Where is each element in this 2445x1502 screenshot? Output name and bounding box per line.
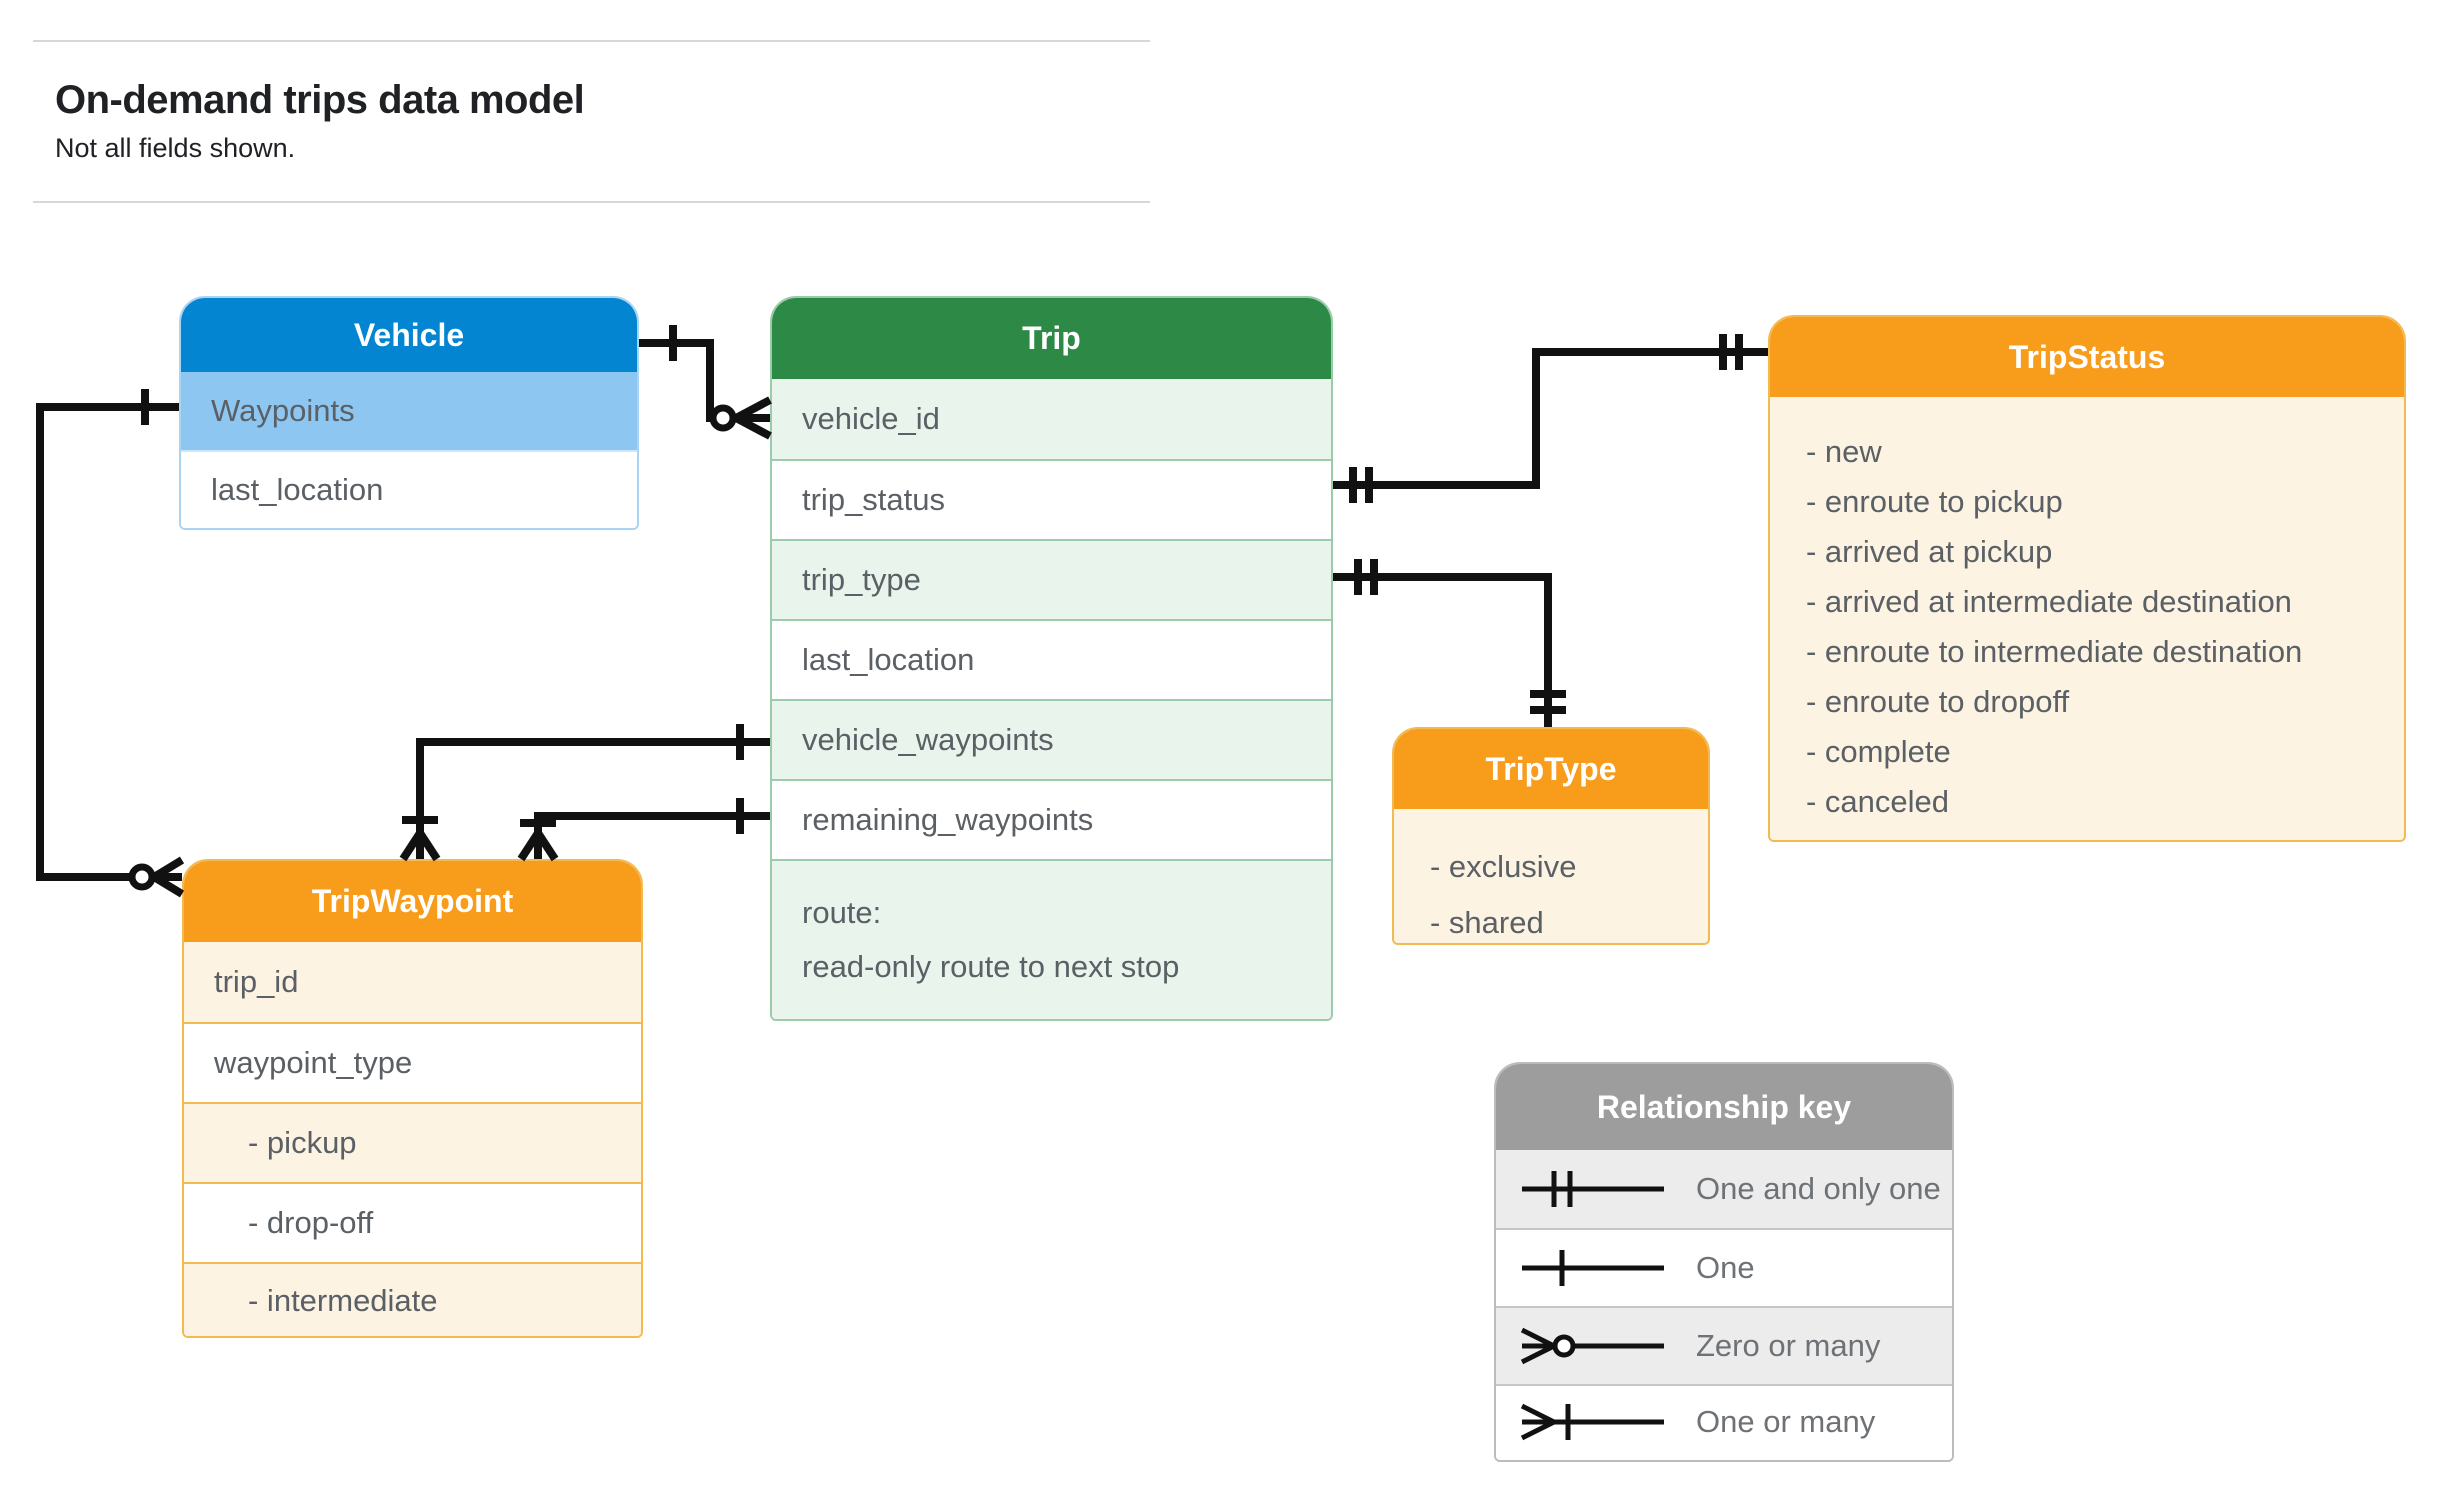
entity-trip-waypoint: TripWaypoint trip_id waypoint_type - pic… (182, 859, 643, 1338)
trip-status-value: - arrived at pickup (1806, 534, 2053, 569)
trip-field-vehicle-id: vehicle_id (772, 379, 1331, 459)
trip-status-value: - canceled (1806, 784, 1950, 819)
trip-waypoint-value-pickup: - pickup (184, 1102, 641, 1182)
entity-vehicle-title: Vehicle (181, 298, 637, 372)
entity-trip-type: TripType - exclusive - shared (1392, 727, 1710, 945)
trip-waypoint-field-waypoint-type: waypoint_type (184, 1022, 641, 1102)
legend-label: Zero or many (1696, 1328, 1881, 1363)
trip-field-route: route: read-only route to next stop (772, 859, 1331, 1019)
vehicle-field-waypoints: Waypoints (181, 372, 637, 450)
trip-field-last-location: last_location (772, 619, 1331, 699)
legend-row-one-and-only-one: One and only one (1496, 1150, 1952, 1228)
trip-type-value: - shared (1430, 905, 1544, 940)
one-icon (1522, 1250, 1664, 1286)
trip-status-value: - complete (1806, 734, 1951, 769)
connector-trip-tripstatus (1333, 348, 1768, 489)
trip-status-value: - enroute to pickup (1806, 484, 2063, 519)
trip-waypoint-value-intermediate: - intermediate (184, 1262, 641, 1336)
bottom-divider (33, 201, 1150, 203)
legend-label: One or many (1696, 1404, 1876, 1439)
connector-trip-triptype (1333, 573, 1552, 727)
connector-trip-tripwaypoint-vehicle-waypoints (416, 738, 770, 859)
legend-label: One (1696, 1250, 1755, 1285)
vehicle-field-last-location: last_location (181, 450, 637, 528)
trip-status-value: - enroute to dropoff (1806, 684, 2070, 719)
legend-label: One and only one (1696, 1171, 1941, 1206)
trip-status-values: - new - enroute to pickup - arrived at p… (1770, 397, 2404, 840)
connector-vehicle-tripwaypoint (36, 403, 182, 881)
entity-trip-status: TripStatus - new - enroute to pickup - a… (1768, 315, 2406, 842)
entity-trip-title: Trip (772, 298, 1331, 379)
trip-field-trip-type: trip_type (772, 539, 1331, 619)
entity-trip-waypoint-title: TripWaypoint (184, 861, 641, 942)
trip-status-value: - enroute to intermediate destination (1806, 634, 2303, 669)
trip-status-value: - arrived at intermediate destination (1806, 584, 2292, 619)
trip-type-values: - exclusive - shared (1394, 809, 1708, 943)
trip-route-description: read-only route to next stop (802, 949, 1180, 984)
top-divider (33, 40, 1150, 42)
legend-row-one-or-many: One or many (1496, 1384, 1952, 1458)
entity-vehicle: Vehicle Waypoints last_location (179, 296, 639, 530)
zero-or-many-icon (1520, 1327, 1664, 1365)
legend-row-one: One (1496, 1228, 1952, 1306)
relationship-key-title: Relationship key (1496, 1064, 1952, 1150)
trip-waypoint-field-trip-id: trip_id (184, 942, 641, 1022)
trip-field-vehicle-waypoints: vehicle_waypoints (772, 699, 1331, 779)
connector-vehicle-trip (639, 339, 770, 422)
relationship-key: Relationship key One and only one One (1494, 1062, 1954, 1462)
trip-field-remaining-waypoints: remaining_waypoints (772, 779, 1331, 859)
one-and-only-one-icon (1522, 1171, 1664, 1207)
legend-row-zero-or-many: Zero or many (1496, 1306, 1952, 1384)
connector-trip-tripwaypoint-remaining-waypoints (534, 812, 770, 859)
one-or-many-icon (1520, 1403, 1664, 1441)
trip-type-value: - exclusive (1430, 849, 1577, 884)
page-title: On-demand trips data model (55, 78, 585, 122)
page-subtitle: Not all fields shown. (55, 133, 296, 163)
entity-trip: Trip vehicle_id trip_status trip_type la… (770, 296, 1333, 1021)
entity-trip-status-title: TripStatus (1770, 317, 2404, 397)
trip-route-label: route: (802, 895, 882, 930)
trip-field-trip-status: trip_status (772, 459, 1331, 539)
trip-status-value: - new (1806, 434, 1882, 469)
entity-trip-type-title: TripType (1394, 729, 1708, 809)
trip-waypoint-value-drop-off: - drop-off (184, 1182, 641, 1262)
